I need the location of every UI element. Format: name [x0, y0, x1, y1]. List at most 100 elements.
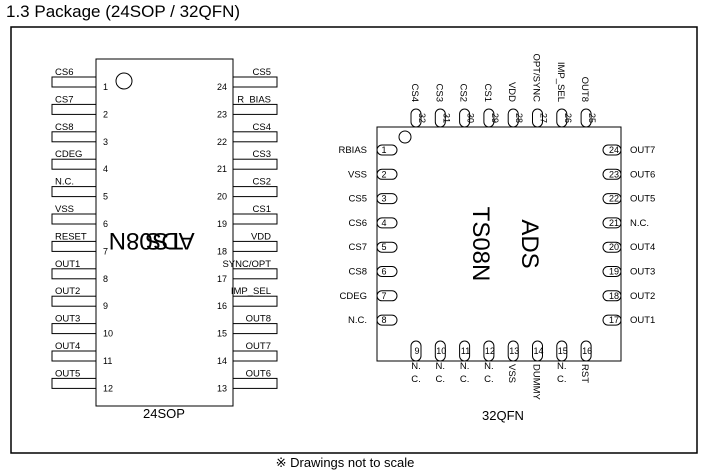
sop-pin-number: 22	[217, 137, 227, 147]
qfn-pin-number: 17	[609, 315, 619, 325]
qfn-pin-pad	[507, 108, 519, 128]
sop-pin-label: OUT8	[246, 314, 271, 325]
qfn-pin-number: 18	[609, 291, 619, 301]
qfn-pin-label: CS7	[349, 242, 367, 253]
sop-pin-number: 2	[103, 109, 108, 119]
qfn-pin-number: 8	[381, 315, 386, 325]
sop-chip-model: TS08N	[109, 227, 184, 254]
qfn-pin-number: 7	[381, 291, 386, 301]
qfn-pin-pad	[376, 290, 398, 302]
qfn-pin-pad	[602, 193, 622, 205]
sop-pin-label: OUT7	[246, 341, 271, 352]
sop-pin-lead	[232, 268, 278, 280]
qfn-pin-label: CS4	[409, 84, 420, 102]
sop-pin-number: 17	[217, 274, 227, 284]
qfn-pin-label: VSS	[506, 364, 517, 383]
sop-pin-label: OUT5	[55, 368, 80, 379]
sop-pin-label: OUT3	[55, 314, 80, 325]
sop-pin-label: CS4	[253, 122, 271, 133]
sop-pin-lead	[232, 240, 278, 252]
qfn-pin-number: 25	[587, 113, 597, 123]
qfn-pin-label: N.C.	[630, 218, 649, 229]
qfn-pin-number: 28	[514, 113, 524, 123]
sop-pin-label: CS5	[253, 67, 271, 78]
sop-pin-lead	[232, 76, 278, 88]
qfn-pin-pad	[507, 340, 519, 362]
qfn-pin-number: 14	[533, 346, 543, 356]
qfn-pin-number: 4	[381, 218, 386, 228]
qfn-pin-label: CS8	[349, 267, 367, 278]
sop-pin-lead	[51, 76, 97, 88]
sop-pin-lead	[51, 186, 97, 198]
qfn-pin-pad	[602, 290, 622, 302]
qfn-pin-number: 16	[582, 346, 592, 356]
qfn-pin-number: 30	[466, 113, 476, 123]
sop-pin-label: OUT1	[55, 259, 80, 270]
sop-pin-lead	[232, 186, 278, 198]
qfn-pin-pad	[376, 266, 398, 277]
sop-pin-lead	[232, 103, 278, 115]
sop-pin-label: CDEG	[55, 149, 82, 160]
qfn-pin-pad	[580, 108, 592, 128]
sop-pin-lead	[51, 295, 97, 307]
qfn-pin-6: 6 CS8	[349, 266, 398, 278]
qfn-pin-number: 12	[485, 346, 495, 356]
qfn-pin-21: 21 N.C.	[602, 217, 649, 229]
qfn-pin-number: 6	[381, 267, 386, 277]
qfn-pin-number: 32	[417, 113, 427, 123]
qfn-pin-pad	[556, 340, 568, 362]
qfn-pin-number: 22	[609, 194, 619, 204]
qfn-pin-pad	[602, 168, 622, 180]
qfn-pin-number: 21	[609, 218, 619, 228]
sop-pin-label: R_BIAS	[237, 94, 271, 105]
sop-pin1-marker	[115, 72, 133, 90]
qfn-pin-label: OUT4	[630, 242, 655, 253]
qfn-pin-11: 11N.C.	[459, 340, 471, 385]
sop-pin-number: 3	[103, 137, 108, 147]
sop-pin-lead	[232, 377, 278, 389]
sop-pin-label: N.C.	[55, 177, 74, 188]
scale-footnote: ※ Drawings not to scale	[276, 455, 415, 470]
qfn-pin-label: N.C.	[436, 361, 446, 385]
qfn-pin-pad	[434, 108, 446, 128]
sop-chip-brand: ADS	[145, 227, 194, 254]
qfn-body	[376, 126, 622, 362]
qfn-pin-label: VSS	[348, 169, 367, 180]
qfn-pin-10: 10N.C.	[434, 340, 446, 385]
qfn-pin-pad	[376, 217, 398, 229]
qfn-pin-number: 15	[558, 346, 568, 356]
qfn-pin-label: OUT3	[630, 267, 655, 278]
figure-frame	[10, 26, 698, 454]
qfn-pin-pad	[410, 108, 422, 128]
qfn-pin-pad	[459, 340, 471, 362]
sop-pin-label: CS2	[253, 177, 271, 188]
sop-pin-number: 13	[217, 383, 227, 393]
sop-pin-number: 11	[103, 356, 112, 366]
qfn-pin-number: 2	[381, 169, 386, 179]
qfn-pin-number: 1	[381, 145, 386, 155]
qfn-pin-label: N.C.	[348, 315, 367, 326]
sop-pin-5: N.C.5	[51, 177, 108, 202]
sop-pin-number: 18	[217, 246, 227, 256]
qfn-pin-label: CS2	[458, 84, 469, 102]
